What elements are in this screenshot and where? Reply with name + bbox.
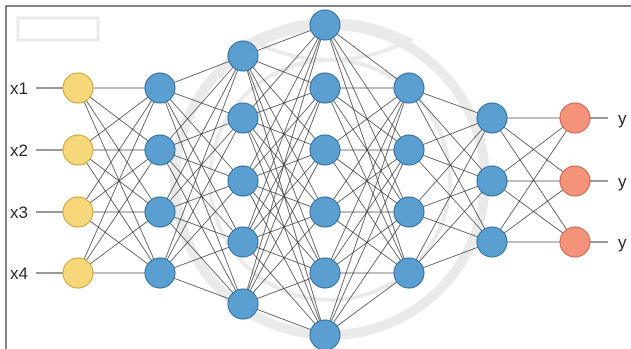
watermark-crown xyxy=(245,18,415,62)
edge-l1-n2-to-n4 xyxy=(159,211,244,305)
hidden-node-l2-3 xyxy=(227,165,259,197)
edge-l2-n3-to-n0 xyxy=(242,24,326,243)
input-node-l0-3 xyxy=(62,196,94,228)
input-node-l0-1 xyxy=(62,72,94,104)
input-label-x4: x4 xyxy=(10,264,28,283)
edge-l1-n2-to-n0 xyxy=(159,55,244,213)
hidden-node-l2-2 xyxy=(227,102,259,134)
edge-l5-n1-to-n0 xyxy=(491,117,576,182)
output-label-2: y xyxy=(618,172,627,191)
hidden-node-l3-4 xyxy=(309,196,341,228)
input-node-l0-4 xyxy=(62,257,94,289)
hidden-node-l4-2 xyxy=(393,134,425,166)
edge-l3-n2-to-n0 xyxy=(324,87,410,151)
edge-l0-n1-to-n0 xyxy=(77,87,161,151)
edge-l2-n4-to-n0 xyxy=(242,24,326,305)
edge-l5-n2-to-n1 xyxy=(491,180,576,243)
edge-l3-n3-to-n0 xyxy=(324,87,410,213)
edge-l2-n4-to-n3 xyxy=(242,211,326,305)
edge-l3-n5-to-n1 xyxy=(324,149,410,336)
hidden-node-l3-1 xyxy=(309,9,341,41)
input-label-x1: x1 xyxy=(10,79,28,98)
edge-l0-n3-to-n2 xyxy=(77,211,161,274)
watermark-crown xyxy=(16,16,100,42)
diagram-frame xyxy=(5,5,631,349)
edge-l0-n2-to-n0 xyxy=(77,87,161,213)
hidden-node-l2-4 xyxy=(227,226,259,258)
output-label-1: y xyxy=(618,109,627,128)
watermark-ring xyxy=(170,20,490,340)
hidden-node-l5-2 xyxy=(476,165,508,197)
hidden-node-l2-1 xyxy=(227,40,259,72)
hidden-node-l3-2 xyxy=(309,72,341,104)
hidden-node-l4-4 xyxy=(393,257,425,289)
edge-l3-n0-to-n0 xyxy=(324,24,410,89)
hidden-node-l2-5 xyxy=(227,288,259,320)
edge-l3-n5-to-n0 xyxy=(324,87,410,336)
output-node-l6-1 xyxy=(559,102,591,134)
edge-l0-n3-to-n1 xyxy=(77,149,161,274)
input-label-x3: x3 xyxy=(10,203,28,222)
edge-l3-n0-to-n3 xyxy=(324,24,410,274)
edge-l1-n3-to-n0 xyxy=(159,55,244,274)
edge-l0-n3-to-n0 xyxy=(77,87,161,274)
edge-l2-n1-to-n0 xyxy=(242,24,326,119)
edge-l4-n0-to-n1 xyxy=(408,87,493,182)
hidden-node-l3-3 xyxy=(309,134,341,166)
output-label-3: y xyxy=(618,233,627,252)
hidden-node-l5-3 xyxy=(476,226,508,258)
edge-l3-n5-to-n3 xyxy=(324,272,410,336)
hidden-node-l3-6 xyxy=(309,319,341,349)
io-labels: x1 x2 x3 x4 y y y xyxy=(10,79,627,283)
edge-l4-n3-to-n1 xyxy=(408,180,493,274)
io-lines xyxy=(36,87,608,274)
edge-l3-n0-to-n2 xyxy=(324,24,410,213)
hidden-node-l5-1 xyxy=(476,102,508,134)
edge-l2-n4-to-n2 xyxy=(242,149,326,305)
edge-l1-n3-to-n1 xyxy=(159,117,244,274)
hidden-node-l1-1 xyxy=(144,72,176,104)
edge-l4-n2-to-n0 xyxy=(408,117,493,213)
edge-l5-n2-to-n0 xyxy=(491,117,576,243)
hidden-node-l1-4 xyxy=(144,257,176,289)
edge-l1-n1-to-n0 xyxy=(159,55,244,151)
nodes xyxy=(62,9,591,349)
hidden-node-l1-3 xyxy=(144,196,176,228)
edge-l1-n3-to-n2 xyxy=(159,180,244,274)
hidden-node-l4-1 xyxy=(393,72,425,104)
edge-l2-n2-to-n0 xyxy=(242,24,326,182)
edge-l2-n4-to-n1 xyxy=(242,87,326,305)
edge-l3-n5-to-n2 xyxy=(324,211,410,336)
input-node-l0-2 xyxy=(62,134,94,166)
output-node-l6-2 xyxy=(559,165,591,197)
edge-l3-n4-to-n0 xyxy=(324,87,410,274)
hidden-node-l4-3 xyxy=(393,196,425,228)
edge-l4-n3-to-n0 xyxy=(408,117,493,274)
output-node-l6-3 xyxy=(559,226,591,258)
hidden-node-l3-5 xyxy=(309,257,341,289)
input-label-x2: x2 xyxy=(10,141,28,160)
hidden-node-l1-2 xyxy=(144,134,176,166)
